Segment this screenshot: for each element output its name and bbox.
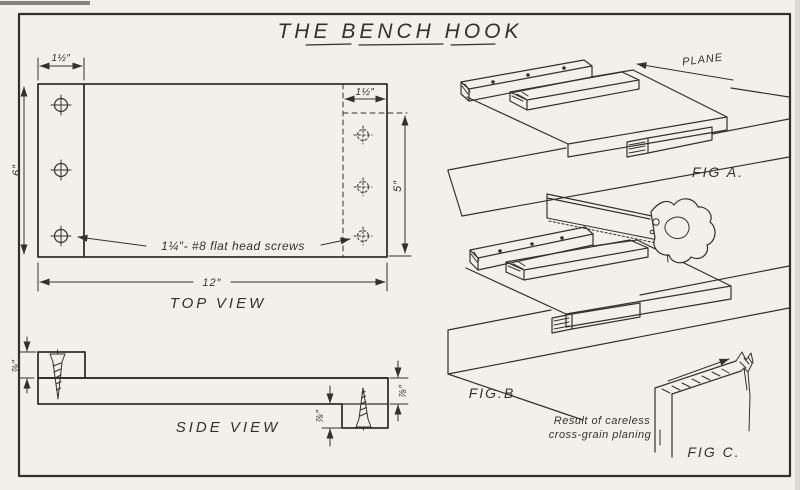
fig-b-plank-endgrain: [507, 261, 526, 272]
top-view-label: TOP VIEW: [170, 295, 267, 312]
dimension-hidden-cleat-width: 1½″: [344, 87, 386, 103]
side-view: ⅞″ ⅞″ ⅞″ SIDE VIEW: [11, 336, 409, 447]
dim-label: ⅞″: [398, 385, 409, 398]
fig-c-planing-arrow: [667, 358, 730, 382]
fig-b-label: FIG.B: [469, 385, 516, 401]
dimension-cleat-width: 1½″: [37, 53, 85, 81]
dimension-bottom-cleat: ⅞″: [315, 385, 343, 447]
screw-symbol-hidden: [353, 226, 373, 246]
dimension-length: 12″: [37, 262, 388, 292]
dimension-board-thickness: ⅞″: [389, 360, 409, 422]
top-view: 1½″ 1½″ 6″ 5″ 12″ 1¼″- #8 flat head scre…: [11, 53, 412, 312]
fig-c: Result of careless cross-grain planing F…: [549, 351, 754, 460]
fig-a-hook-endgrain: [628, 141, 646, 154]
fig-b-cleat-endgrain: [470, 251, 480, 263]
saw-handle-grip-hole: [664, 216, 690, 240]
fig-a-plank-endgrain: [511, 91, 529, 102]
dimension-height: 6″: [11, 86, 28, 255]
screw-note: 1¼″- #8 flat head screws: [77, 234, 351, 253]
plane-label: PLANE: [682, 52, 724, 69]
fig-a-label: FIG A.: [692, 164, 744, 180]
screw-symbol: [50, 225, 72, 247]
side-view-label: SIDE VIEW: [176, 419, 281, 436]
screw-symbols-hidden: [353, 125, 373, 246]
screw-symbol: [50, 94, 72, 116]
leader-right: [320, 237, 351, 246]
dim-label: ⅞″: [11, 360, 22, 373]
fig-c-caption-line1: Result of careless: [554, 415, 650, 427]
fig-a: PLANE FIG A.: [447, 52, 790, 217]
fig-a-bench-hook: [460, 59, 728, 158]
fig-b-backsaw: [546, 193, 716, 264]
fig-b-hook-endgrain: [553, 317, 570, 330]
fig-b-plank: [505, 239, 649, 281]
top-view-board: [37, 83, 388, 258]
scan-edge: [795, 0, 800, 490]
saw-teeth: [548, 220, 657, 244]
fig-c-edge-hatch: [661, 368, 730, 394]
side-view-screw-bottom: [355, 387, 372, 431]
side-view-screw-top: [49, 349, 66, 400]
leader-left: [77, 234, 147, 247]
fig-b: FIG.B: [447, 193, 790, 421]
fig-a-cleat-endgrain: [461, 83, 471, 95]
screw-symbol: [50, 159, 72, 181]
dim-label: 5″: [392, 180, 404, 192]
dim-label: 6″: [11, 164, 23, 176]
fig-c-splinter: [735, 351, 754, 373]
dim-label: 12″: [202, 277, 221, 289]
fig-a-bench: [447, 87, 790, 217]
page-title: THE BENCH HOOK: [277, 20, 522, 43]
fig-a-plank: [509, 71, 640, 111]
dimension-hidden-length: 5″: [388, 115, 412, 257]
fig-c-label: FIG C.: [687, 444, 740, 460]
dim-label: 1½″: [52, 53, 71, 64]
scan-smudge: [0, 1, 90, 5]
side-view-top-cleat: [37, 351, 86, 379]
screw-symbols-visible: [50, 94, 72, 247]
dim-label: ⅞″: [315, 410, 326, 423]
dim-label: 1½″: [356, 87, 375, 98]
fig-b-bench: [447, 265, 790, 421]
title-underline: [305, 43, 496, 46]
plane-direction-arrow: [636, 62, 734, 81]
fig-c-splintered-board: [654, 351, 754, 458]
fig-c-caption-line2: cross-grain planing: [549, 429, 652, 441]
screw-note-label: 1¼″- #8 flat head screws: [161, 239, 305, 253]
dimension-top-cleat: ⅞″: [11, 336, 37, 394]
fig-b-bench-hook: [465, 226, 732, 334]
plate-border: [17, 12, 792, 478]
screw-symbol-hidden: [353, 177, 373, 197]
screw-symbol-hidden: [353, 125, 373, 145]
title-block: THE BENCH HOOK: [277, 20, 522, 46]
